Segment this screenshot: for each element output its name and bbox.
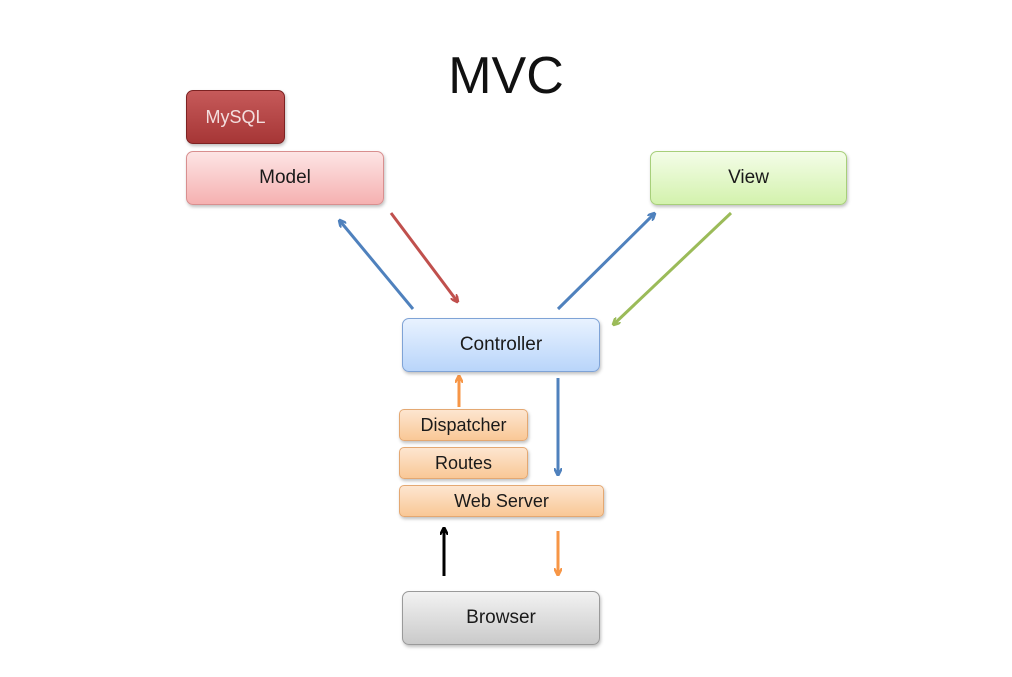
browser-node: Browser	[402, 591, 600, 645]
arrow-model-to-controller	[389, 212, 457, 301]
web-server-node: Web Server	[399, 485, 604, 517]
arrow-controller-to-model	[340, 221, 415, 310]
controller-node: Controller	[402, 318, 600, 372]
model-node: Model	[186, 151, 384, 205]
arrow-controller-to-view	[556, 214, 654, 311]
dispatcher-node: Dispatcher	[399, 409, 528, 441]
arrow-view-to-controller	[614, 211, 733, 324]
diagram-title: MVC	[448, 47, 564, 105]
mysql-node: MySQL	[186, 90, 285, 144]
routes-node: Routes	[399, 447, 528, 479]
view-node: View	[650, 151, 847, 205]
